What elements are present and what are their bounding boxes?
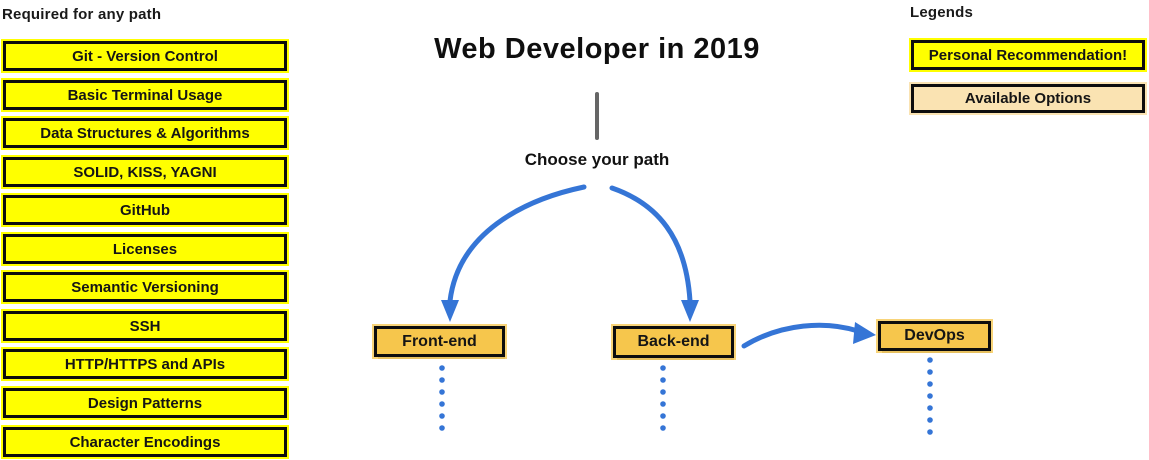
legends-section-title: Legends bbox=[910, 4, 974, 21]
arrow-to-front-end bbox=[441, 184, 587, 322]
page-title: Web Developer in 2019 bbox=[434, 33, 760, 65]
required-item-git: Git - Version Control bbox=[3, 41, 287, 71]
required-item-http: HTTP/HTTPS and APIs bbox=[3, 349, 287, 379]
required-item-terminal: Basic Terminal Usage bbox=[3, 80, 287, 110]
required-item-design-patterns: Design Patterns bbox=[3, 388, 287, 418]
dotted-line-front-end bbox=[439, 365, 445, 431]
required-item-semver: Semantic Versioning bbox=[3, 272, 287, 302]
required-section-title: Required for any path bbox=[2, 6, 162, 23]
required-item-char-encodings: Character Encodings bbox=[3, 427, 287, 457]
required-item-solid: SOLID, KISS, YAGNI bbox=[3, 157, 287, 187]
node-back-end: Back-end bbox=[613, 326, 734, 358]
legend-available-options: Available Options bbox=[911, 84, 1145, 113]
legend-personal-recommendation: Personal Recommendation! bbox=[911, 40, 1145, 70]
node-front-end: Front-end bbox=[374, 326, 505, 357]
required-item-github: GitHub bbox=[3, 195, 287, 225]
node-devops: DevOps bbox=[878, 321, 991, 351]
required-item-ssh: SSH bbox=[3, 311, 287, 341]
dotted-line-devops bbox=[927, 357, 933, 435]
required-item-data-structures: Data Structures & Algorithms bbox=[3, 118, 287, 148]
arrow-to-back-end bbox=[609, 185, 699, 322]
dotted-line-back-end bbox=[660, 365, 666, 431]
required-item-licenses: Licenses bbox=[3, 234, 287, 264]
title-connector-line bbox=[595, 92, 599, 140]
choose-your-path-label: Choose your path bbox=[524, 150, 670, 169]
arrow-to-devops bbox=[741, 322, 876, 349]
